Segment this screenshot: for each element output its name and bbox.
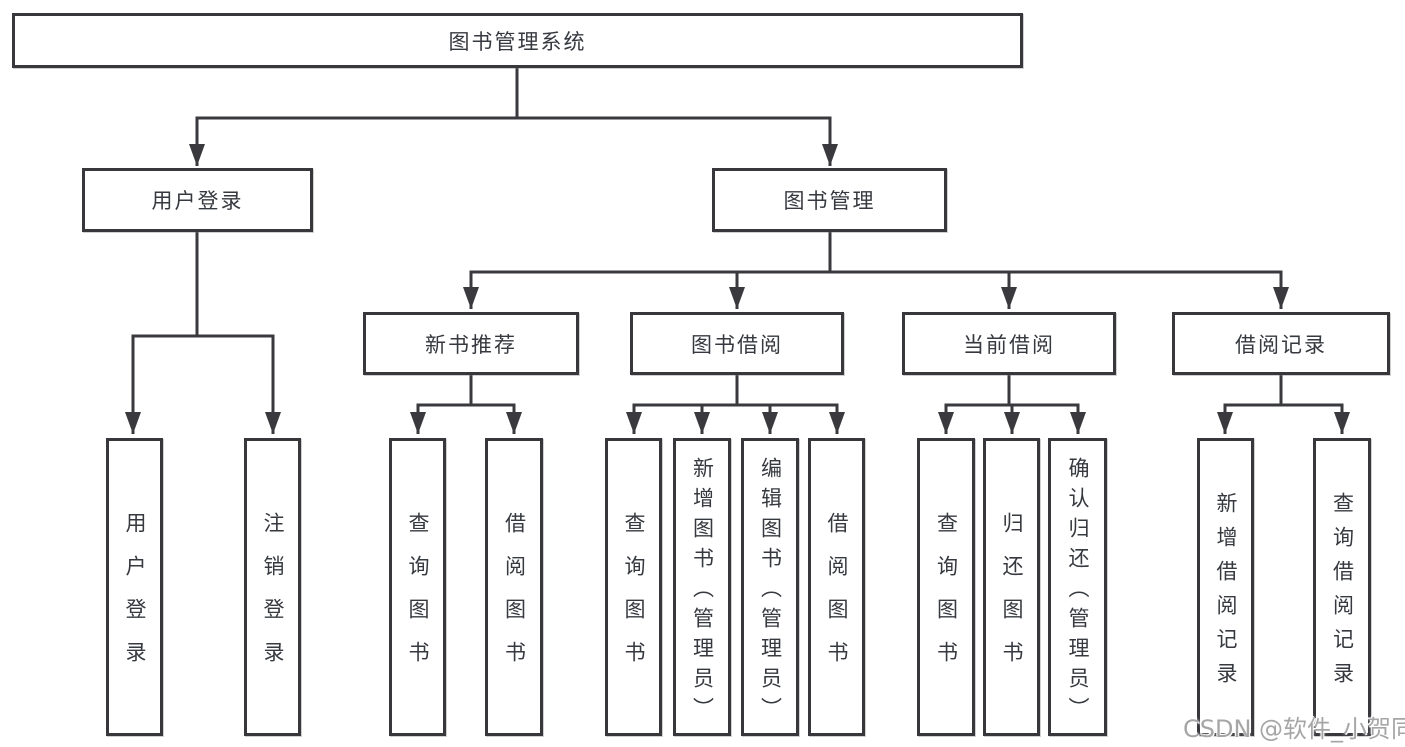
node-borrow-books: 借阅图书	[808, 438, 865, 736]
node-logout-action: 注销登录	[244, 438, 301, 736]
node-library-system: 图书管理系统	[12, 13, 1023, 68]
node-borrowing-records: 借阅记录	[1172, 312, 1390, 375]
node-add-books-admin: 新增图书（管理员）	[673, 438, 731, 736]
node-label: 借阅图书	[825, 512, 849, 684]
node-label: 查询图书	[622, 512, 646, 684]
node-return-books: 归还图书	[983, 438, 1040, 736]
node-label: 编辑图书（管理员）	[758, 456, 783, 727]
node-label: 新增借阅记录	[1214, 491, 1238, 696]
node-label: 图书借阅	[691, 332, 783, 357]
node-label: 图书管理	[783, 189, 876, 213]
node-borrow-books-recommend: 借阅图书	[485, 438, 543, 736]
node-book-borrowing: 图书借阅	[630, 312, 844, 375]
node-label: 用户登录	[123, 512, 147, 684]
node-label: 归还图书	[1000, 512, 1024, 684]
node-query-borrow-record: 查询借阅记录	[1313, 438, 1371, 736]
node-current-borrowing: 当前借阅	[902, 312, 1116, 375]
node-edit-books-admin: 编辑图书（管理员）	[741, 438, 799, 736]
node-label: 借阅记录	[1235, 332, 1327, 357]
node-label: 用户登录	[151, 189, 244, 213]
node-query-books-recommend: 查询图书	[389, 438, 446, 736]
node-book-management: 图书管理	[712, 168, 947, 232]
node-label: 新书推荐	[425, 332, 517, 357]
node-user-login-action: 用户登录	[106, 438, 163, 736]
csdn-watermark: CSDN @软件_小贺同学	[1183, 715, 1405, 743]
node-label: 查询图书	[406, 512, 430, 684]
node-label: 注销登录	[261, 512, 285, 684]
node-query-books-current: 查询图书	[917, 438, 975, 736]
node-add-borrow-record: 新增借阅记录	[1197, 438, 1254, 736]
node-confirm-return-admin: 确认归还（管理员）	[1048, 438, 1107, 736]
node-user-login: 用户登录	[82, 168, 313, 232]
node-label: 新增图书（管理员）	[690, 456, 715, 727]
node-query-books-borrowing: 查询图书	[605, 438, 662, 736]
node-label: 当前借阅	[963, 332, 1055, 357]
node-label: 图书管理系统	[448, 29, 587, 54]
node-label: 确认归还（管理员）	[1066, 456, 1090, 727]
node-label: 查询图书	[934, 512, 959, 684]
node-label: 借阅图书	[502, 512, 527, 684]
node-label: 查询借阅记录	[1330, 491, 1355, 696]
node-new-book-recommend: 新书推荐	[363, 312, 579, 375]
